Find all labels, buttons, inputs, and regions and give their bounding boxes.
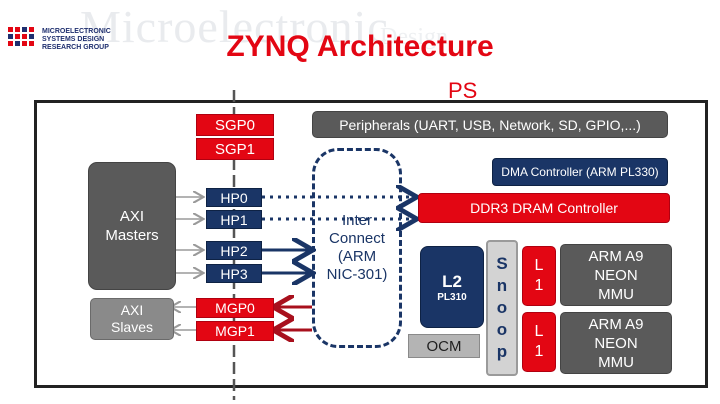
hp0-port: HP0 — [206, 188, 262, 207]
cpu-line-neon: NEON — [594, 266, 638, 284]
cpu-line-arm: ARM A9 — [588, 247, 644, 265]
axi-slaves-box: AXI Slaves — [90, 298, 174, 340]
l1-cache-box-1: L 1 — [522, 246, 556, 306]
hp3-port: HP3 — [206, 264, 262, 283]
cpu-line-mmu: MMU — [598, 285, 634, 303]
ddr-controller-box: DDR3 DRAM Controller — [418, 193, 670, 223]
axi-masters-box: AXI Masters — [88, 162, 176, 290]
snoop-control-box: S n o o p — [486, 240, 518, 376]
interconnect-line-4: NIC-301) — [326, 266, 388, 283]
mgp1-port: MGP1 — [196, 321, 274, 341]
logo-text: MICROELECTRONIC SYSTEMS DESIGN RESEARCH … — [42, 28, 111, 52]
interconnect-line-2: Connect — [329, 230, 385, 247]
snoop-letter-n: n — [496, 276, 508, 295]
logo-line-1: MICROELECTRONIC — [42, 28, 111, 35]
interconnect-box: Inter Connect (ARM NIC-301) — [312, 148, 402, 348]
cpu-line-mmu: MMU — [598, 353, 634, 371]
peripherals-box: Peripherals (UART, USB, Network, SD, GPI… — [312, 111, 668, 138]
logo-line-3: RESEARCH GROUP — [42, 44, 109, 51]
mgp0-port: MGP0 — [196, 298, 274, 318]
snoop-letter-s: S — [496, 254, 508, 273]
logo-icon — [8, 27, 34, 46]
watermark-text-secondary: Design — [380, 24, 448, 50]
l1-cache-box-2: L 1 — [522, 312, 556, 372]
ps-label: PS — [448, 78, 478, 103]
l2-subtitle: PL310 — [437, 291, 467, 303]
watermark-text: Microelectronic — [80, 1, 389, 52]
snoop-letter-o1: o — [496, 298, 508, 317]
l1-letter-l: L — [534, 257, 544, 274]
hp2-port: HP2 — [206, 241, 262, 260]
l2-title: L2 — [442, 271, 462, 291]
interconnect-line-3: (ARM — [337, 248, 377, 265]
arm-a9-core-1: ARM A9 NEON MMU — [560, 244, 672, 306]
interconnect-line-1: Inter — [341, 212, 372, 229]
ocm-box: OCM — [408, 334, 480, 358]
l1-digit: 1 — [534, 343, 544, 360]
cpu-line-arm: ARM A9 — [588, 315, 644, 333]
snoop-letter-p: p — [496, 342, 508, 361]
logo-line-2: SYSTEMS DESIGN — [42, 36, 105, 43]
page-title: ZYNQ Architecture — [226, 30, 494, 63]
cpu-line-neon: NEON — [594, 334, 638, 352]
dma-controller-box: DMA Controller (ARM PL330) — [492, 158, 668, 186]
l1-letter-l: L — [534, 323, 544, 340]
arm-a9-core-2: ARM A9 NEON MMU — [560, 312, 672, 374]
sgp1-port: SGP1 — [196, 138, 274, 160]
hp1-port: HP1 — [206, 210, 262, 229]
l1-digit: 1 — [534, 277, 544, 294]
snoop-letter-o2: o — [496, 320, 508, 339]
l2-cache-box: L2 PL310 — [420, 246, 484, 328]
sgp0-port: SGP0 — [196, 114, 274, 136]
